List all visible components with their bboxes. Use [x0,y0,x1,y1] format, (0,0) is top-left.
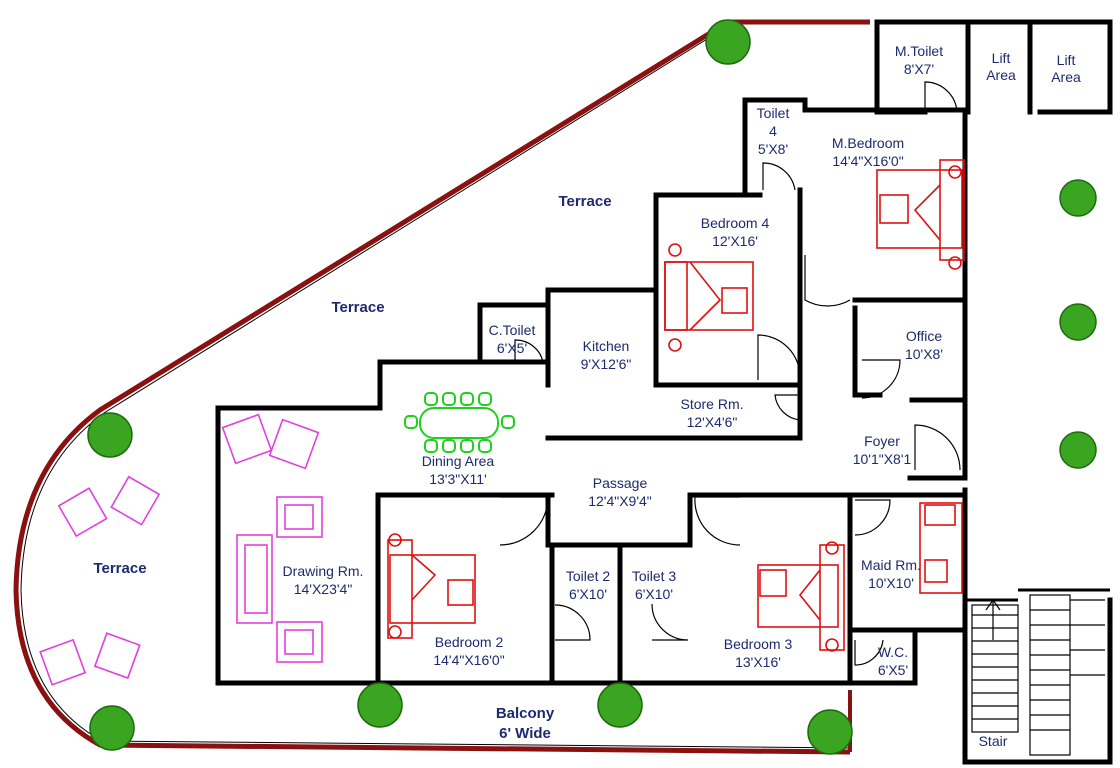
bedroom-4-name: Bedroom 4 [701,215,770,231]
toilet-3-size: 6'X10' [635,586,673,602]
drawing-room-name: Drawing Rm. [283,563,364,579]
terrace-left-label: Terrace [93,560,146,577]
stair-label: Stair [979,733,1008,749]
bed-m-bedroom [876,159,965,270]
terrace-boundary [13,19,870,755]
bedroom-3-name: Bedroom 3 [724,636,793,652]
toilet-4-line2: 4 [769,123,777,139]
bed-bedroom-4 [664,243,754,352]
lift-1-line2: Area [986,67,1016,83]
drawing-room-size: 14'X23'4" [294,581,353,597]
store-size: 12'X4'6" [687,414,738,430]
office-size: 10'X8' [905,346,943,362]
lift-1-line1: Lift [992,50,1011,66]
dining-size: 13'3"X11' [429,471,487,487]
trees [87,19,1097,755]
terrace-chairs [39,475,161,686]
doors [499,81,961,666]
terrace-top-label: Terrace [558,193,611,210]
toilet-2-name: Toilet 2 [566,568,611,584]
balcony-width-label: 6' Wide [499,725,551,742]
bed-maid-room [919,502,963,594]
passage-name: Passage [593,475,648,491]
toilet-2-size: 6'X10' [569,586,607,602]
dining-table [404,392,515,453]
foyer-name: Foyer [864,433,900,449]
toilet-3-name: Toilet 3 [632,568,677,584]
maid-room-size: 10'X10' [868,575,914,591]
m-toilet-size: 8'X7' [904,61,934,77]
passage-size: 12'4"X9'4" [588,493,652,509]
drawing-room-furniture [221,413,323,663]
wc-size: 6'X5' [878,662,908,678]
toilet-4-line1: Toilet [757,105,790,121]
dining-name: Dining Area [422,453,495,469]
wc-name: W.C. [878,644,908,660]
bedroom-4-size: 12'X16' [712,233,758,249]
foyer-size: 10'1"X8'1 [853,451,912,467]
terrace-mid-label: Terrace [331,299,384,316]
office-name: Office [906,328,943,344]
bed-bedroom-2 [387,533,476,639]
toilet-4-size: 5'X8' [758,141,788,157]
m-toilet-name: M.Toilet [895,43,943,59]
lift-2-line2: Area [1051,69,1081,85]
kitchen-size: 9'X12'6" [581,356,632,372]
c-toilet-size: 6'X5' [497,340,527,356]
store-name: Store Rm. [680,396,743,412]
maid-room-name: Maid Rm. [861,557,921,573]
bedroom-2-name: Bedroom 2 [435,634,504,650]
walls [215,19,1113,765]
bedroom-3-size: 13'X16' [735,654,781,670]
bedroom-2-size: 14'4"X16'0" [433,652,504,668]
bed-bedroom-3 [757,541,845,652]
m-bedroom-name: M.Bedroom [832,135,904,151]
c-toilet-name: C.Toilet [489,322,536,338]
lift-2-line1: Lift [1057,52,1076,68]
balcony-label: Balcony [496,705,555,722]
stair [971,594,1105,756]
m-bedroom-size: 14'4"X16'0" [832,153,903,169]
kitchen-name: Kitchen [583,338,630,354]
